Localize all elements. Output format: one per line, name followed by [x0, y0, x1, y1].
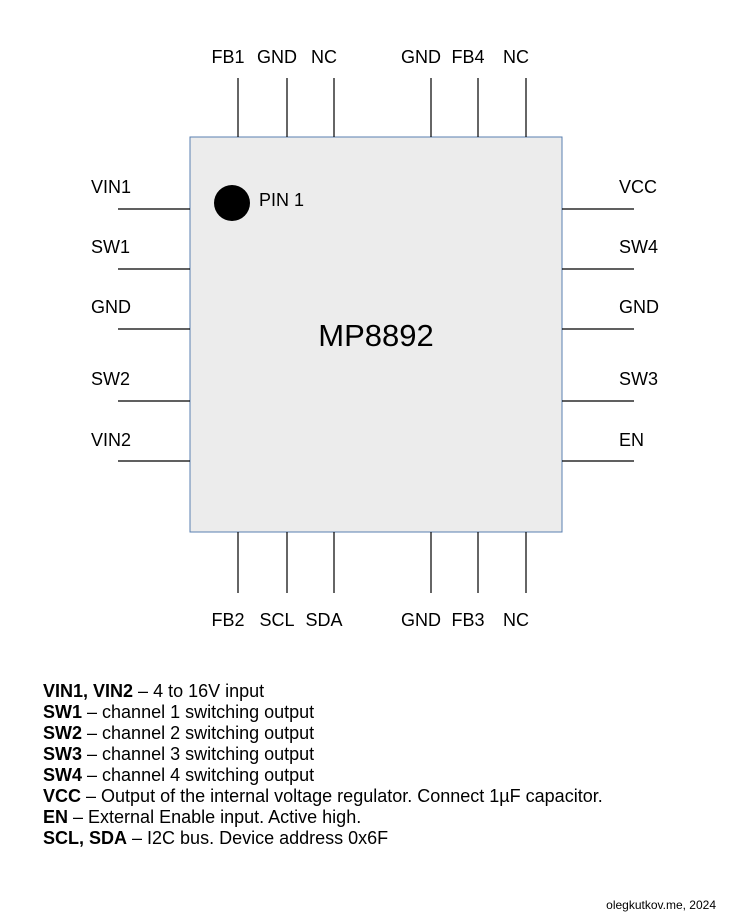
- legend-item: SCL, SDA – I2C bus. Device address 0x6F: [43, 828, 603, 849]
- legend-separator: –: [68, 807, 89, 827]
- legend-item: VIN1, VIN2 – 4 to 16V input: [43, 681, 603, 702]
- credit-text: olegkutkov.me, 2024: [606, 898, 716, 912]
- pin-label-left-2: SW1: [91, 237, 130, 257]
- legend-description: 4 to 16V input: [153, 681, 265, 701]
- pin-label-top-2: GND: [257, 47, 297, 67]
- legend-separator: –: [81, 786, 102, 806]
- pin-label-right-3: GND: [619, 297, 659, 317]
- legend-item: SW2 – channel 2 switching output: [43, 723, 603, 744]
- legend-description: channel 1 switching output: [102, 702, 315, 722]
- legend-term: VIN1, VIN2: [43, 681, 134, 701]
- legend-term: SW2: [43, 723, 83, 743]
- legend-term: SCL, SDA: [43, 828, 128, 848]
- legend-term: SW1: [43, 702, 83, 722]
- pin-label-left-3: GND: [91, 297, 131, 317]
- pin-label-bottom-1: FB2: [211, 610, 244, 630]
- pin-label-top-1: FB1: [211, 47, 244, 67]
- pin1-marker: [214, 185, 250, 221]
- pin-label-top-4: GND: [401, 47, 441, 67]
- legend-description: channel 2 switching output: [102, 723, 315, 743]
- legend-description: Output of the internal voltage regulator…: [101, 786, 603, 806]
- pin-label-left-5: VIN2: [91, 430, 131, 450]
- pin-label-left-4: SW2: [91, 369, 130, 389]
- legend-description: I2C bus. Device address 0x6F: [147, 828, 389, 848]
- legend-term: SW4: [43, 765, 83, 785]
- legend-item: SW1 – channel 1 switching output: [43, 702, 603, 723]
- legend-term: SW3: [43, 744, 83, 764]
- legend-separator: –: [82, 765, 103, 785]
- legend-description: channel 3 switching output: [102, 744, 315, 764]
- legend-term: VCC: [43, 786, 82, 806]
- chip-body: [189, 136, 563, 533]
- pin-label-right-2: SW4: [619, 237, 658, 257]
- pin-label-bottom-6: NC: [503, 610, 529, 630]
- pin-label-bottom-2: SCL: [259, 610, 294, 630]
- chip-name: MP8892: [318, 318, 433, 353]
- pin-label-right-4: SW3: [619, 369, 658, 389]
- pin-label-top-6: NC: [503, 47, 529, 67]
- legend-item: SW3 – channel 3 switching output: [43, 744, 603, 765]
- pin1-label: PIN 1: [259, 190, 304, 210]
- pin-label-left-1: VIN1: [91, 177, 131, 197]
- legend-item: VCC – Output of the internal voltage reg…: [43, 786, 603, 807]
- pin-label-bottom-5: FB3: [451, 610, 484, 630]
- pin-label-bottom-3: SDA: [305, 610, 342, 630]
- legend-description: External Enable input. Active high.: [88, 807, 362, 827]
- legend-separator: –: [127, 828, 148, 848]
- legend-term: EN: [43, 807, 69, 827]
- legend-separator: –: [82, 723, 103, 743]
- legend-item: EN – External Enable input. Active high.: [43, 807, 603, 828]
- legend-separator: –: [133, 681, 154, 701]
- pin-label-top-5: FB4: [451, 47, 484, 67]
- legend-separator: –: [82, 744, 103, 764]
- legend-separator: –: [82, 702, 103, 722]
- pin-label-bottom-4: GND: [401, 610, 441, 630]
- legend-item: SW4 – channel 4 switching output: [43, 765, 603, 786]
- pin-label-right-1: VCC: [619, 177, 657, 197]
- pin-label-top-3: NC: [311, 47, 337, 67]
- pin-label-right-5: EN: [619, 430, 644, 450]
- legend-description: channel 4 switching output: [102, 765, 315, 785]
